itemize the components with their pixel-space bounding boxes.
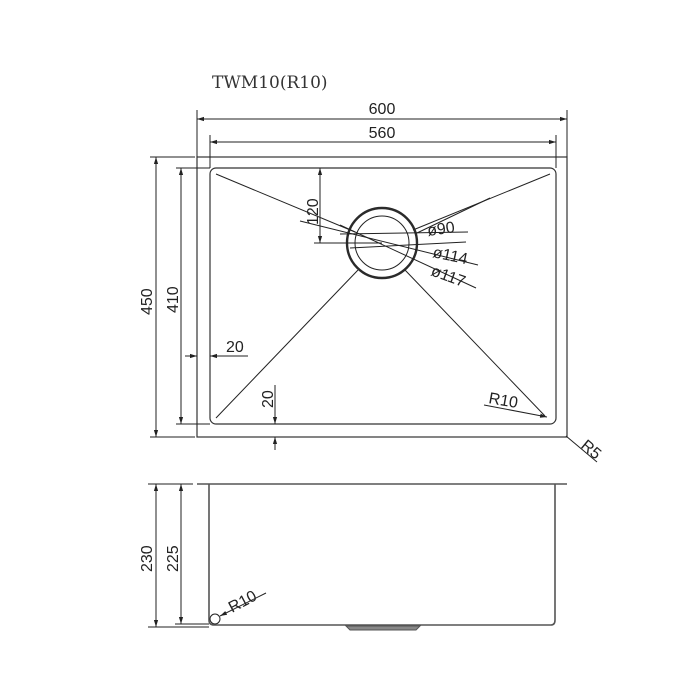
slope-line-top-left	[215, 173, 356, 233]
dim-560: 560	[369, 125, 396, 142]
leader-d90-ext	[416, 197, 491, 234]
dim-600: 600	[369, 101, 396, 118]
slope-line-bottom-left	[215, 269, 359, 419]
dim-r10-inner: R10	[487, 390, 519, 412]
leader-d90b	[349, 241, 467, 249]
dim-d114: ø114	[431, 244, 469, 268]
dim-120: 120	[305, 198, 322, 225]
dim-225: 225	[165, 545, 182, 572]
plan-view: ø90 ø114 ø117 120 600 560 450 410 20	[139, 101, 604, 463]
leader-r5	[565, 435, 598, 463]
leader-d114	[299, 220, 479, 266]
leader-r10-inner	[483, 404, 548, 418]
model-title: TWM10(R10)	[212, 73, 328, 93]
dim-230: 230	[139, 545, 156, 572]
side-bowl-outline	[208, 484, 556, 626]
dim-r10-side: R10	[226, 588, 260, 617]
side-view: R10 230 225	[139, 483, 567, 631]
inner-bowl-outline	[209, 167, 557, 425]
dim-410: 410	[165, 286, 182, 313]
slope-line-bottom-right	[404, 269, 546, 417]
dim-20-bottom: 20	[260, 390, 277, 408]
leader-d90	[339, 231, 469, 235]
dim-r5: R5	[577, 437, 604, 463]
dim-20-side: 20	[226, 339, 244, 356]
side-corner-circle	[209, 613, 221, 625]
dim-450: 450	[139, 288, 156, 315]
dim-d90: ø90	[426, 219, 456, 240]
leader-d117	[339, 224, 477, 289]
side-drain-bump	[344, 625, 422, 631]
leader-r10-side	[219, 592, 267, 617]
outer-flange-outline	[196, 156, 568, 438]
